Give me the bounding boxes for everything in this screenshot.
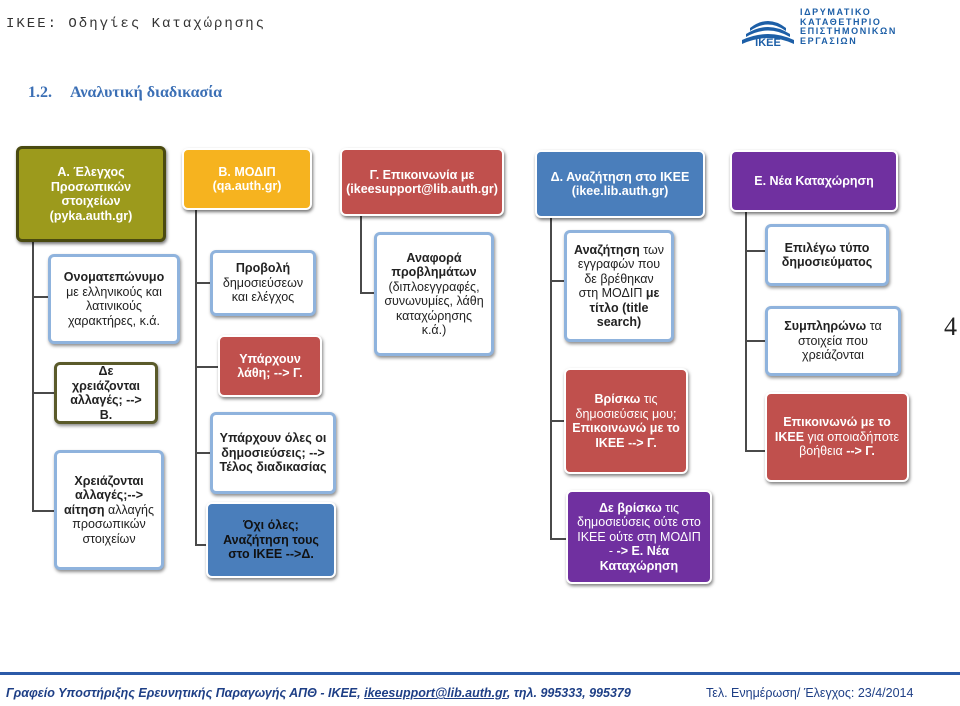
column-d-head: Δ. Αναζήτηση στο ΙΚΕΕ (ikee.lib.auth.gr)	[535, 150, 705, 218]
connector-d	[550, 218, 552, 540]
column-e-item-3: Επικοινωνώ με το ΙΚΕΕ για οποιαδήποτε βο…	[765, 392, 909, 482]
column-e-item-1: Επιλέγω τύπο δημοσιεύματος	[765, 224, 889, 286]
column-a-item-2: Δε χρειάζονται αλλαγές; --> Β.	[54, 362, 158, 424]
column-a-item-1: Ονοματεπώνυμο με ελληνικούς και λατινικο…	[48, 254, 180, 344]
section-title: Αναλυτική διαδικασία	[70, 84, 223, 101]
column-a-item-3: Χρειάζονται αλλαγές;--> αίτηση αλλαγής π…	[54, 450, 164, 570]
column-b-item-2: Υπάρχουν λάθη; --> Γ.	[218, 335, 322, 397]
logo-text: ΙΔΡΥΜΑΤΙΚΟ ΚΑΤΑΘΕΤΗΡΙΟ ΕΠΙΣΤΗΜΟΝΙΚΩΝ ΕΡΓ…	[800, 7, 897, 46]
footer-last-update: Τελ. Ενημέρωση/ Έλεγχος: 23/4/2014	[706, 686, 914, 700]
column-d-item-3: Δε βρίσκω τις δημοσιεύσεις ούτε στο ΙΚΕΕ…	[566, 490, 712, 584]
footer-divider	[0, 672, 960, 675]
column-e-head: Ε. Νέα Καταχώρηση	[730, 150, 898, 212]
column-c-item-1: Αναφορά προβλημάτων (διπλοεγγραφές, συνω…	[374, 232, 494, 356]
column-b-item-1: Προβολή δημοσιεύσεων και ελέγχος	[210, 250, 316, 316]
connector-a	[32, 242, 34, 512]
document-header-title: IKEE: Οδηγίες Καταχώρησης	[6, 16, 267, 32]
column-a-head: Α. Έλεγχος Προσωπικών στοιχείων (pyka.au…	[16, 146, 166, 242]
ikee-logo: IKEE	[742, 21, 794, 48]
connector-e	[745, 212, 747, 452]
column-b-item-3: Υπάρχουν όλες οι δημοσιεύσεις; --> Τέλος…	[210, 412, 336, 494]
column-e-item-2: Συμπληρώνω τα στοιχεία που χρειάζονται	[765, 306, 901, 376]
section-number: 1.2.	[28, 84, 52, 101]
column-c-head: Γ. Επικοινωνία με (ikeesupport@lib.auth.…	[340, 148, 504, 216]
column-b-head: Β. ΜΟΔΙΠ (qa.auth.gr)	[182, 148, 312, 210]
page-number: 4	[944, 312, 957, 341]
column-d-item-1: Αναζήτηση των εγγραφών που δε βρέθηκαν σ…	[564, 230, 674, 342]
section-heading: 1.2. Αναλυτική διαδικασία	[28, 84, 222, 102]
footer-contact: Γραφείο Υποστήριξης Ερευνητικής Παραγωγή…	[6, 686, 631, 700]
connector-b	[195, 210, 197, 546]
column-b-item-4: Όχι όλες; Αναζήτηση τους στο ΙΚΕΕ -->Δ.	[206, 502, 336, 578]
logo-mark: IKEE	[755, 37, 781, 48]
support-email-link[interactable]: ikeesupport@lib.auth.gr	[364, 686, 507, 700]
column-d-item-2: Βρίσκω τις δημοσιεύσεις μου; Επικοινωνώ …	[564, 368, 688, 474]
connector-c	[360, 216, 362, 294]
